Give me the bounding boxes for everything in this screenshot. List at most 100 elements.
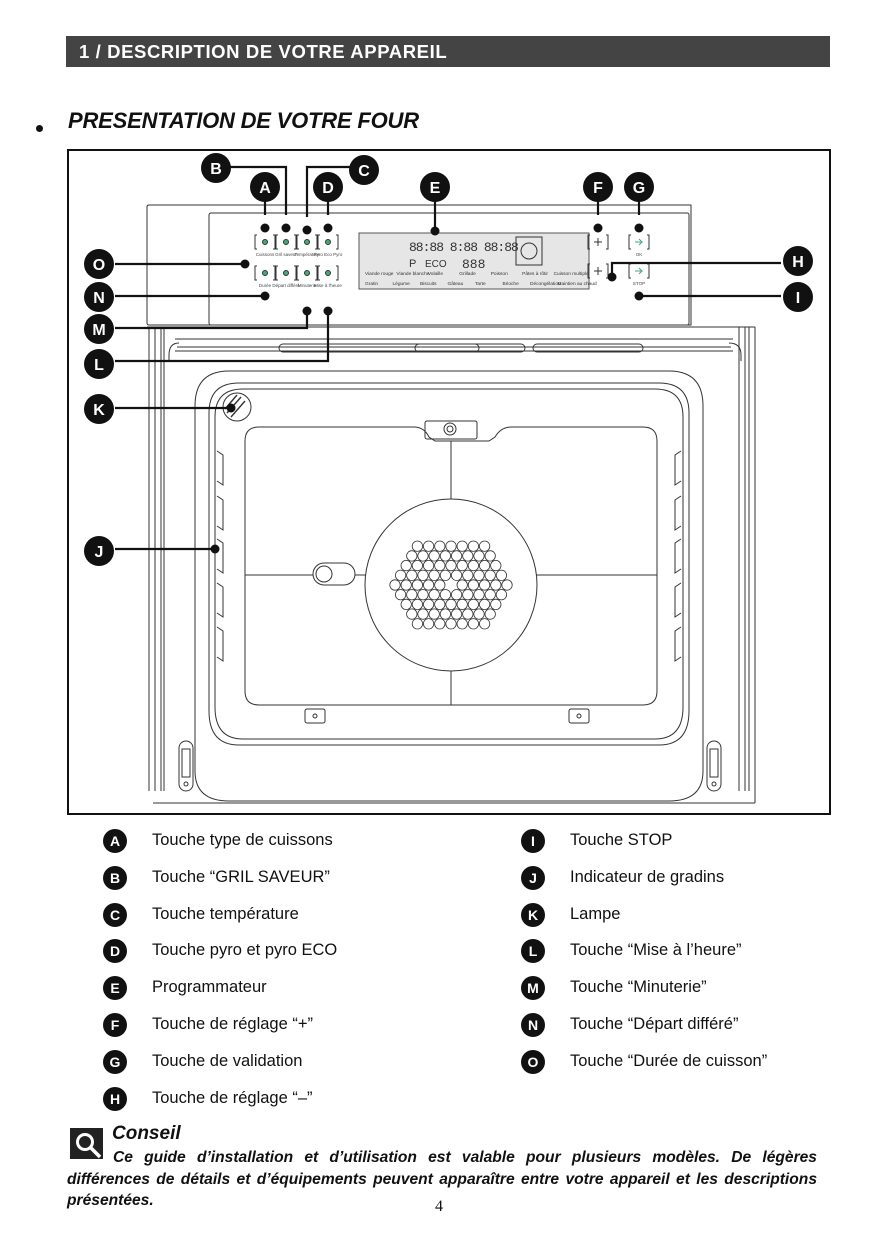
control-key-stop[interactable] — [628, 263, 650, 279]
control-key-row1-3[interactable] — [317, 234, 339, 250]
display-mode-label: Viande blanche — [396, 271, 429, 277]
callout-h: H — [783, 246, 813, 276]
legend-badge: L — [521, 939, 545, 964]
callout-j: J — [84, 536, 114, 566]
control-key-row1-1[interactable] — [275, 234, 297, 250]
fan-hole — [439, 550, 451, 562]
svg-text:F: F — [593, 180, 603, 197]
fan-hole — [406, 550, 418, 562]
fan-hole — [445, 598, 457, 610]
fan-hole — [406, 569, 418, 581]
legend-badge: N — [521, 1012, 545, 1037]
svg-text:O: O — [93, 257, 105, 274]
legend-badge: D — [103, 939, 127, 964]
legend-text: Touche “GRIL SAVEUR” — [152, 867, 330, 886]
control-key-row1-0[interactable] — [254, 234, 276, 250]
fan-hole — [406, 589, 418, 601]
shelf-runners — [216, 450, 682, 662]
fan-hole — [434, 540, 446, 552]
fan-hole — [456, 559, 468, 572]
svg-text:Pyro Eco Pyro: Pyro Eco Pyro — [314, 252, 343, 257]
svg-text:Gril saveur: Gril saveur — [275, 252, 297, 257]
callout-k: K — [84, 394, 114, 424]
fan-hole — [411, 559, 423, 572]
display-mode-label: Gâteau — [448, 281, 464, 287]
display-mode-label: Biscuits — [420, 281, 437, 287]
display-mode-label: Viande rouge — [365, 271, 394, 277]
control-key-row2-2[interactable] — [296, 265, 318, 281]
fan-hole — [484, 589, 496, 601]
fan-hole — [422, 540, 435, 552]
door-slot-left — [178, 740, 194, 792]
svg-text:I: I — [796, 290, 800, 307]
display-mode-label: Grillade — [459, 271, 476, 277]
fan-hole — [456, 540, 468, 552]
fan-hole — [428, 608, 440, 620]
legend-text: Touche “Mise à l’heure” — [570, 941, 742, 960]
callout-f: F — [583, 172, 613, 202]
fan-hole — [495, 589, 507, 601]
fan-hole — [490, 559, 502, 572]
fan-hole — [406, 608, 418, 620]
fan-hole — [450, 589, 463, 601]
fan-hole — [417, 589, 429, 601]
fan-hole — [490, 598, 502, 610]
fan-hole — [462, 589, 474, 601]
display-eco: ECO — [425, 259, 447, 270]
callout-n: N — [84, 282, 114, 312]
hinge-right — [568, 708, 590, 724]
fan-hole — [411, 618, 423, 630]
bullet-icon — [36, 125, 43, 132]
callout-i: I — [783, 282, 813, 312]
svg-text:L: L — [94, 357, 104, 374]
fan-cover — [364, 498, 538, 672]
fan-hole — [467, 618, 479, 630]
control-key-row2-1[interactable] — [275, 265, 297, 281]
control-key-row1-2[interactable] — [296, 234, 318, 250]
svg-text:E: E — [430, 180, 441, 197]
fan-hole — [417, 550, 429, 562]
control-key-row2-0[interactable] — [254, 265, 276, 281]
legend-badge: I — [521, 829, 545, 853]
legend-badge: K — [521, 902, 545, 927]
display-mode-label: Brioche — [503, 281, 520, 287]
fan-hole — [445, 559, 457, 572]
callout-m: M — [84, 314, 114, 344]
legend-text: Touche de réglage “+” — [152, 1014, 313, 1033]
callout-d: D — [313, 172, 343, 202]
fan-hole — [484, 550, 496, 562]
control-key-ok[interactable] — [628, 234, 650, 250]
control-key-minus[interactable] — [587, 263, 609, 279]
section-title: 1 / DESCRIPTION DE VOTRE APPAREIL — [79, 41, 448, 62]
legend-text: Programmateur — [152, 978, 267, 997]
fan-hole — [411, 598, 423, 610]
fan-hole — [389, 579, 401, 591]
callout-l: L — [84, 349, 114, 379]
fan-hole — [467, 598, 479, 610]
svg-text:H: H — [792, 254, 804, 271]
fan-hole — [422, 598, 435, 610]
legend-text: Touche température — [152, 904, 299, 923]
fan-hole — [478, 618, 491, 630]
legend-badge: O — [521, 1049, 545, 1074]
control-key-plus[interactable] — [587, 234, 609, 250]
control-key-row2-3[interactable] — [317, 265, 339, 281]
fan-hole — [445, 618, 457, 630]
svg-text:B: B — [210, 161, 222, 178]
fan-hole — [411, 579, 423, 591]
fan-hole — [411, 540, 423, 552]
display-mode-label: Gratin — [365, 281, 378, 287]
svg-text:G: G — [633, 180, 645, 197]
fan-hole — [478, 559, 491, 572]
oven-window — [244, 426, 658, 706]
legend-text: Touche de réglage “–” — [152, 1088, 313, 1107]
display-mode-label: Pâtes à rôtir — [522, 271, 548, 277]
legend-text: Indicateur de gradins — [570, 867, 725, 886]
display-digits-top: 88:88 8:88 88:88 — [409, 240, 518, 255]
legend-badge: J — [521, 865, 545, 890]
legend-text: Touche pyro et pyro ECO — [152, 941, 338, 960]
svg-text:Départ différé: Départ différé — [272, 283, 300, 288]
fan-hole — [501, 579, 513, 591]
fan-hole — [456, 598, 468, 610]
